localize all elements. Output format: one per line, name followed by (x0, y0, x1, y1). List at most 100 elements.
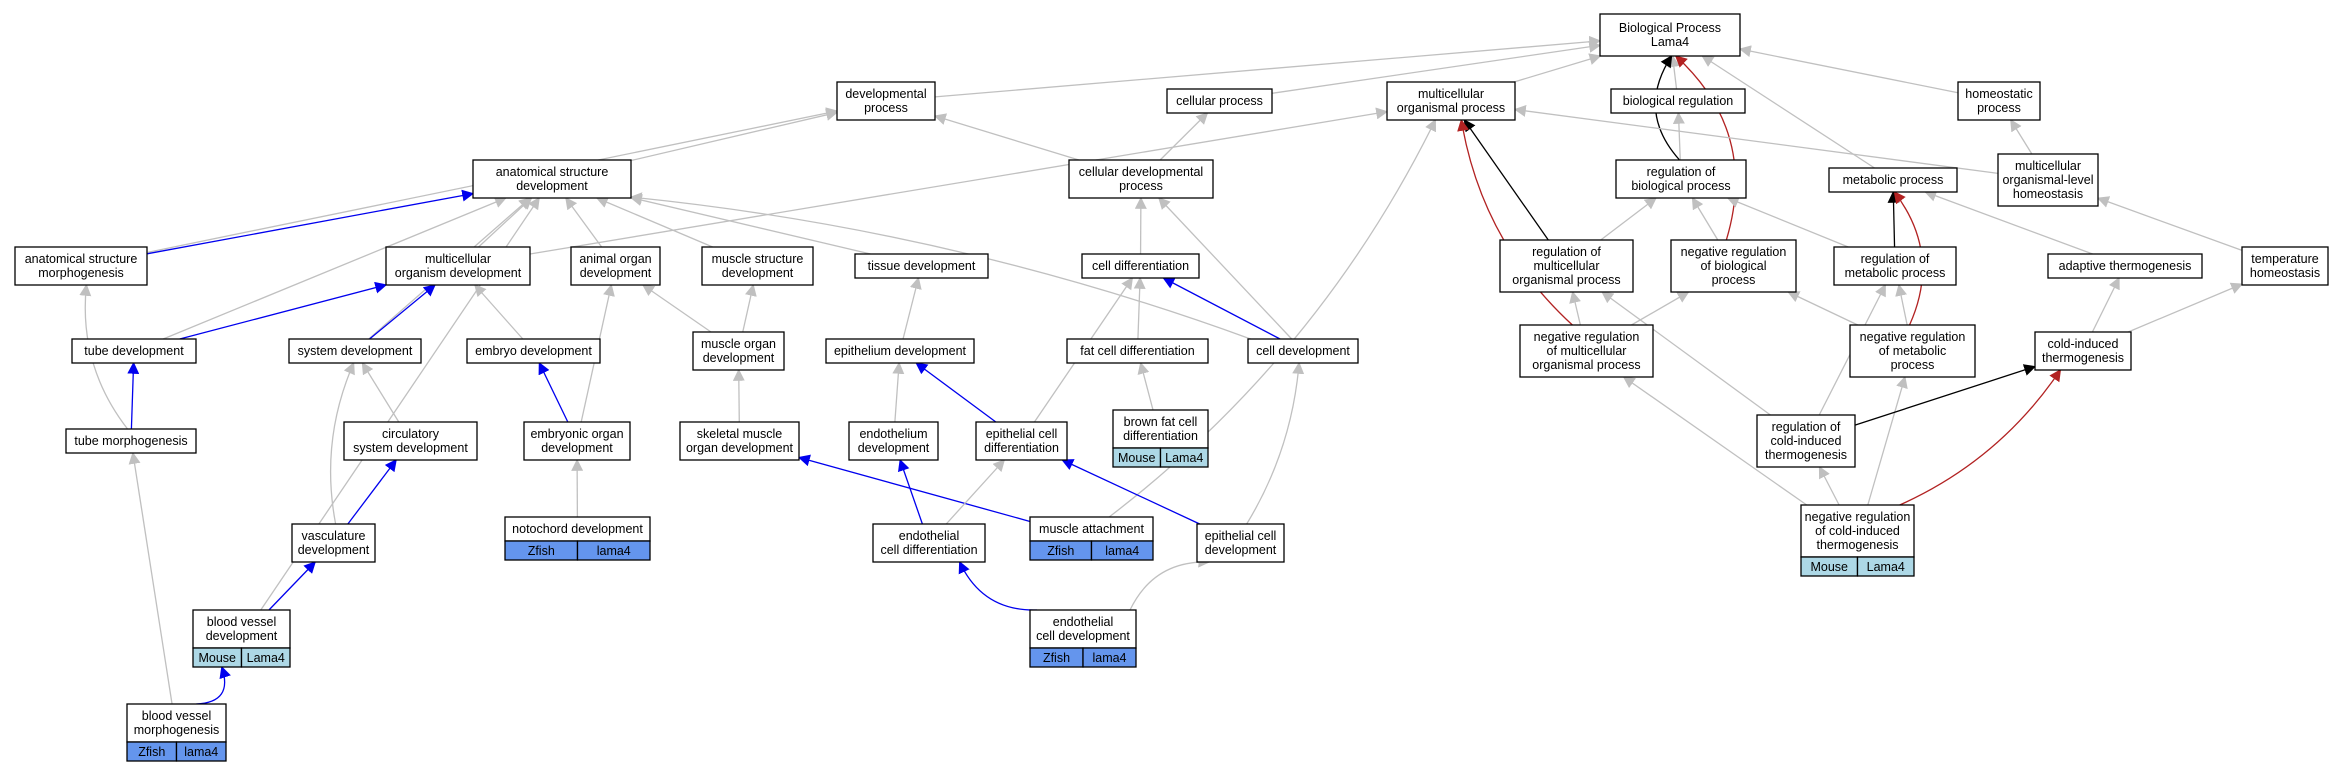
tag-label: lama4 (597, 544, 631, 558)
node-label: process (1891, 358, 1935, 372)
node-label: cold-induced (2048, 337, 2119, 351)
node-box (1670, 239, 1797, 293)
node-label: brown fat cell (1124, 415, 1198, 429)
node-box (1615, 159, 1747, 199)
node-label: organismal process (1532, 358, 1640, 372)
node-epidev[interactable]: epithelium development (825, 338, 975, 364)
node-label: cell development (1256, 344, 1350, 358)
node-celldev[interactable]: cell development (1247, 338, 1359, 364)
node-label: muscle attachment (1039, 522, 1144, 536)
edge-aod-to-asd (565, 197, 603, 248)
node-label: tissue development (868, 259, 976, 273)
edge-asd-to-dev (630, 109, 839, 162)
edge-epicelldev-to-epicelldiff (1061, 459, 1200, 525)
node-box (523, 421, 631, 461)
tag-label: Zfish (1047, 544, 1074, 558)
tag-label: lama4 (1092, 651, 1126, 665)
edge-metab-to-bp (1701, 55, 1875, 169)
edge-sysdev-to-mod (369, 284, 436, 340)
edge-circ-to-sysdev (361, 361, 400, 423)
species-tag-lama4: lama4 (1090, 540, 1154, 561)
node-box (1247, 338, 1359, 364)
node-tubedev[interactable]: tube development (71, 338, 197, 364)
node-box (872, 523, 986, 563)
node-adapt[interactable]: adaptive thermogenesis (2047, 253, 2203, 279)
edge-mod-to-multi (529, 107, 1389, 255)
edge-endocelldiff-to-endodev (897, 458, 924, 525)
edge-negregcold-to-regcold (1818, 465, 1840, 506)
species-tag-lama4: Lama4 (1159, 447, 1209, 468)
node-box (71, 338, 197, 364)
node-metab[interactable]: metabolic process (1828, 167, 1958, 193)
edge-skel-to-musorg (732, 368, 745, 423)
edge-cdp-to-cellproc (1159, 112, 1209, 161)
edge-mlh-to-multi (1513, 104, 1999, 175)
node-label: of metabolic (1879, 344, 1946, 358)
node-celldiff[interactable]: cell differentiation (1081, 253, 1200, 279)
node-fatdiff[interactable]: fat cell differentiation (1066, 338, 1209, 364)
edge-negregmulti-to-regmulti (1569, 290, 1582, 326)
node-embryo[interactable]: embryo development (466, 338, 601, 364)
node-label: homeostatic (1965, 87, 2032, 101)
edge-cellproc-to-bp (1271, 40, 1602, 94)
node-label: homeostasis (2250, 266, 2320, 280)
node-sysdev[interactable]: system development (288, 338, 422, 364)
node-label: of cold-induced (1815, 524, 1900, 538)
edge-endocelldev-to-epicelldev (1129, 555, 1211, 611)
node-box (1081, 253, 1200, 279)
node-label: regulation of (1647, 165, 1716, 179)
node-cellproc[interactable]: cellular process (1166, 88, 1273, 114)
tag-label: Mouse (1118, 451, 1156, 465)
node-label: epithelial cell (1205, 529, 1277, 543)
node-tissue[interactable]: tissue development (854, 253, 989, 279)
node-bioreg[interactable]: biological regulation (1610, 88, 1746, 114)
edge-negregmetab-to-negregbio (1787, 291, 1859, 326)
node-label: thermogenesis (2042, 351, 2124, 365)
edge-coldthermo-to-temphomeo (2127, 282, 2244, 333)
node-label: multicellular (425, 252, 491, 266)
edge-cdp-to-dev (933, 113, 1080, 161)
node-box (288, 338, 422, 364)
node-label: regulation of (1772, 420, 1841, 434)
species-tag-lama4: lama4 (576, 540, 651, 561)
node-tubemorph[interactable]: tube morphogenesis (65, 428, 197, 454)
node-label: thermogenesis (1817, 538, 1899, 552)
node-label: cellular process (1176, 94, 1263, 108)
